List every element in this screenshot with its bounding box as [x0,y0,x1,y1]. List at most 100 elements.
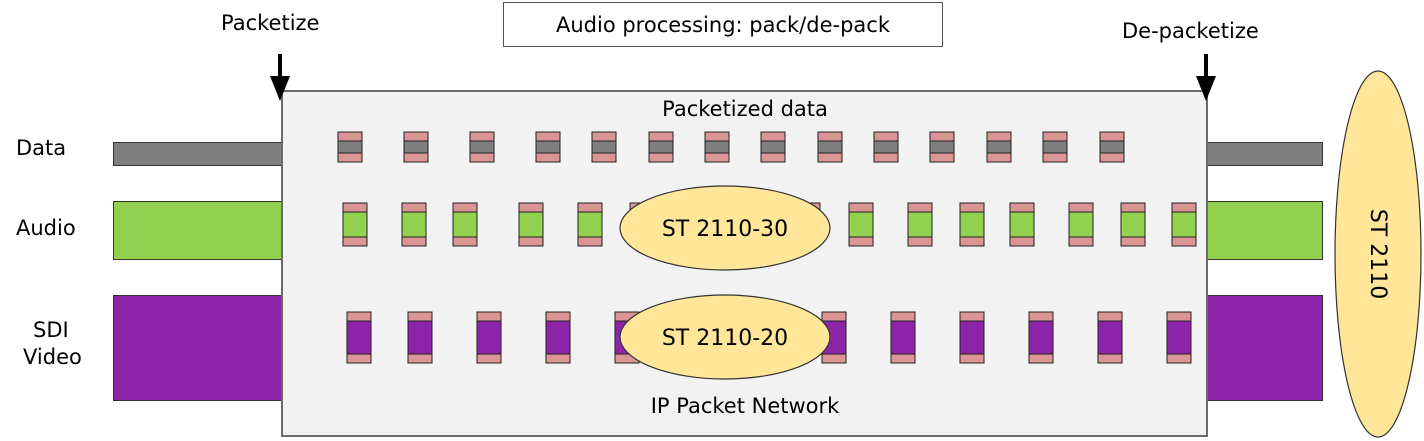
packet-trailer [760,152,786,163]
packet-trailer [342,236,368,247]
packet-trailer [545,353,571,364]
packet-payload [337,140,363,154]
packet-payload [1009,211,1035,238]
packet-payload [986,140,1012,154]
video-stream-label-line1: SDI [33,318,69,342]
packet-header [407,311,433,322]
data-stream-output [1206,142,1323,166]
packet-trailer [704,152,730,163]
packet-trailer [873,152,899,163]
audio-processing-box: Audio processing: pack/de-pack [503,2,943,47]
packet-trailer [403,152,429,163]
audio-packet [577,202,603,247]
packet-trailer [1068,236,1094,247]
packet-trailer [890,353,916,364]
data-packet [535,131,561,163]
packet-payload [760,140,786,154]
packet-header [535,131,561,142]
packet-header [337,131,363,142]
packetize-label: Packetize [221,11,320,35]
video-packet [959,311,985,364]
packet-trailer [817,152,843,163]
packet-payload [1097,320,1123,355]
packet-header [848,202,874,213]
data-packet [648,131,674,163]
packet-trailer [337,152,363,163]
packet-payload [959,320,985,355]
packet-trailer [452,236,478,247]
st2110-30-label: ST 2110-30 [662,217,788,242]
video-stream-label-line2: Video [23,345,82,369]
depacketize-arrow-icon [1196,54,1216,101]
packet-payload [704,140,730,154]
packet-payload [545,320,571,355]
packet-payload [907,211,933,238]
data-packet [1042,131,1068,163]
data-packet [986,131,1012,163]
packet-header [959,202,985,213]
packet-header [346,311,372,322]
packet-trailer [346,353,372,364]
video-packet [1097,311,1123,364]
packet-payload [591,140,617,154]
data-packet [591,131,617,163]
audio-packet [1171,202,1197,247]
audio-packet [342,202,368,247]
audio-packet [959,202,985,247]
st2110-30-ellipse [619,185,831,271]
packet-payload [577,211,603,238]
packet-header [452,202,478,213]
packet-trailer [577,236,603,247]
packet-header [760,131,786,142]
data-packet [1099,131,1125,163]
packet-payload [1120,211,1146,238]
packet-header [873,131,899,142]
video-stream-output [1206,295,1323,401]
audio-stream-label: Audio [16,216,76,240]
packet-payload [890,320,916,355]
packet-trailer [469,152,495,163]
packet-header [476,311,502,322]
video-packet [1166,311,1192,364]
packet-header [403,131,429,142]
video-packet [890,311,916,364]
audio-packet [848,202,874,247]
packet-header [1097,311,1123,322]
packet-trailer [986,152,1012,163]
st2110-20-label: ST 2110-20 [662,326,788,351]
data-packets-row [337,131,1125,163]
packet-header [1120,202,1146,213]
packet-payload [817,140,843,154]
packet-trailer [1099,152,1125,163]
data-packet [817,131,843,163]
packet-trailer [518,236,544,247]
video-packet [1028,311,1054,364]
packet-header [518,202,544,213]
audio-packet [1120,202,1146,247]
packet-header [986,131,1012,142]
video-packet [545,311,571,364]
data-packet [704,131,730,163]
st2110-20-ellipse [619,294,831,380]
audio-packet [1068,202,1094,247]
packet-payload [848,211,874,238]
packet-trailer [476,353,502,364]
video-packet [346,311,372,364]
packet-header [704,131,730,142]
packet-trailer [821,353,847,364]
packet-payload [873,140,899,154]
packet-trailer [1042,152,1068,163]
audio-processing-label: Audio processing: pack/de-pack [555,12,890,37]
packet-payload [1099,140,1125,154]
packet-header [1042,131,1068,142]
packet-payload [1171,211,1197,238]
packet-trailer [959,236,985,247]
packet-header [591,131,617,142]
packet-header [907,202,933,213]
st2110-label: ST 2110 [1365,209,1390,299]
packet-payload [469,140,495,154]
video-packet [407,311,433,364]
packet-trailer [401,236,427,247]
packet-header [959,311,985,322]
